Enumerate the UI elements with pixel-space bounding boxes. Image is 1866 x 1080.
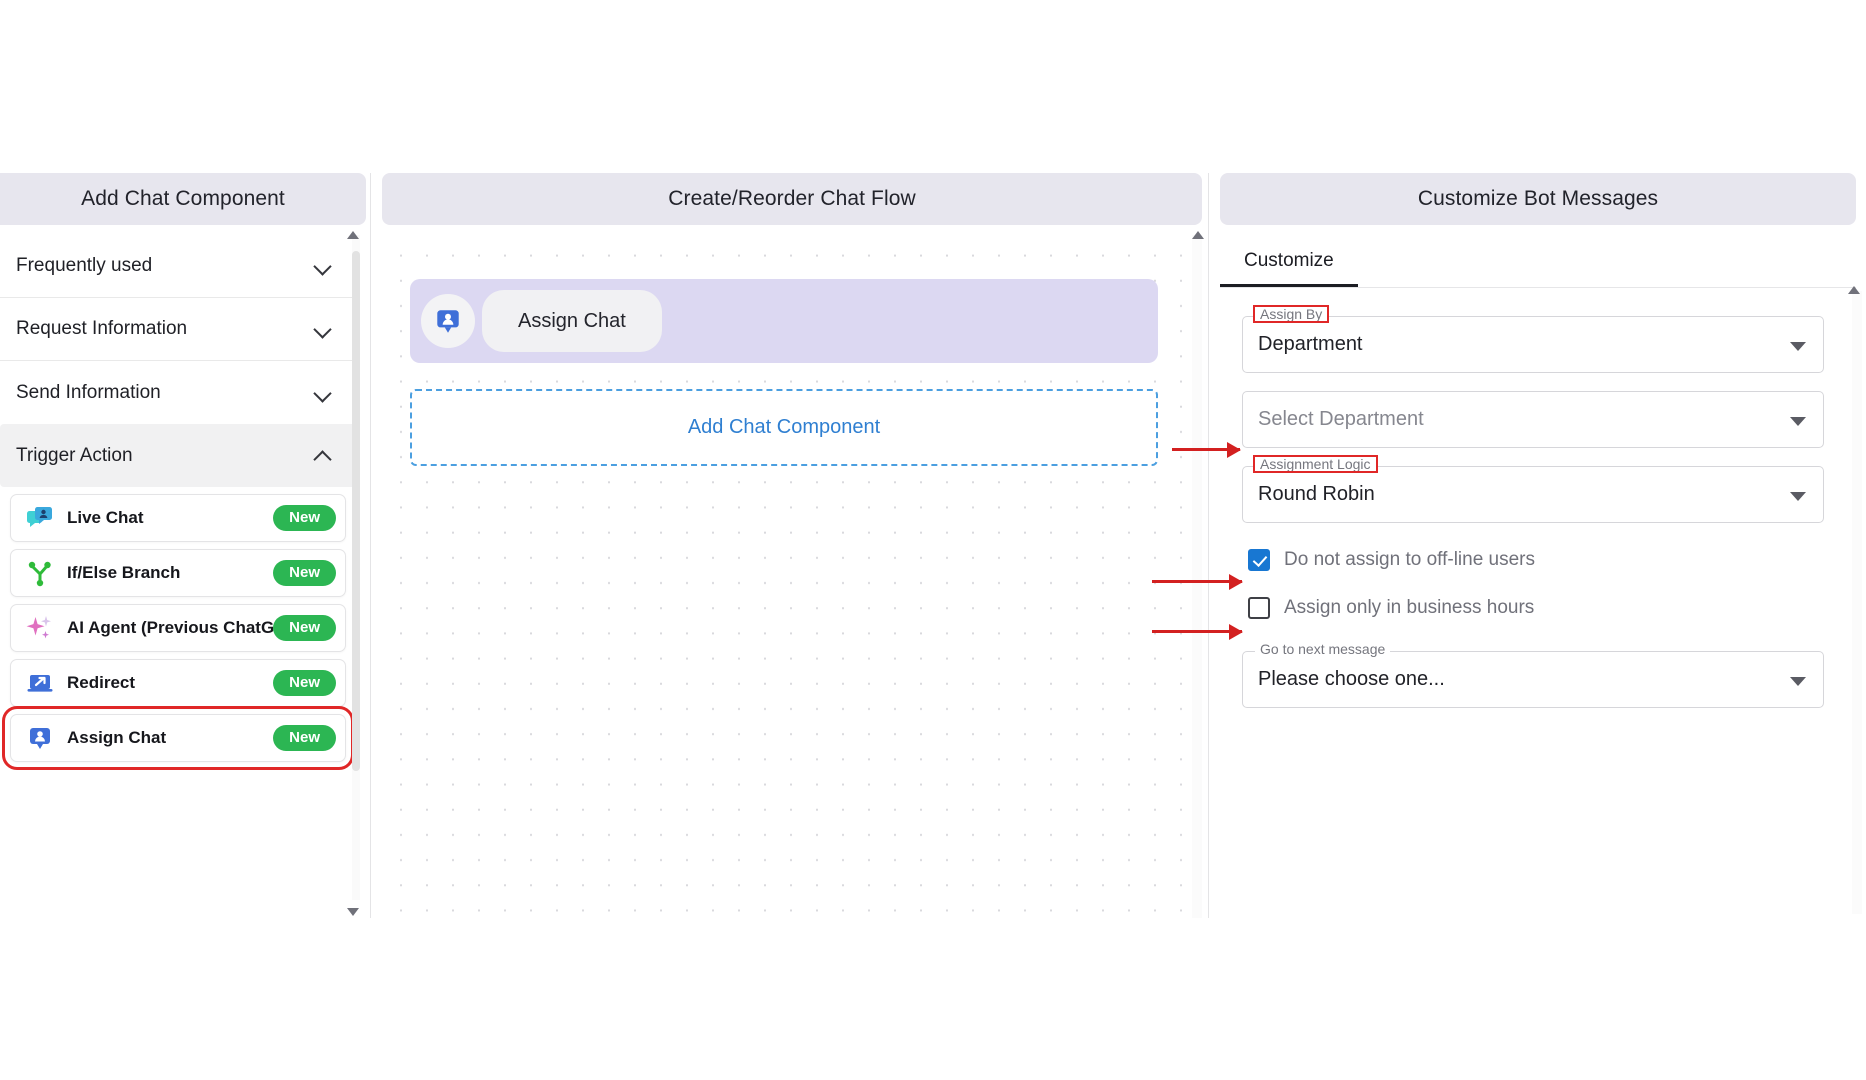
field-go-to-next-message: Go to next message Please choose one... [1242,642,1824,708]
checkbox-label: Assign only in business hours [1284,597,1535,618]
add-chat-component-dropzone[interactable]: Add Chat Component [410,389,1158,466]
assign-by-value: Department [1258,333,1363,355]
chevron-down-icon [314,383,334,403]
accordion-label: Trigger Action [16,444,133,466]
assign-chat-icon [25,723,55,753]
chevron-down-icon [1790,416,1806,426]
checkbox-assign-business-hours[interactable] [1248,597,1270,619]
annotation-arrow-offline-users [1152,573,1243,590]
customize-bot-messages-panel: Customize Bot Messages Customize Assign … [1220,173,1866,918]
new-badge: New [273,560,336,586]
right-panel-scrollbar-track[interactable] [1852,291,1862,914]
checkbox-do-not-assign-offline[interactable] [1248,549,1270,571]
scroll-up-arrow-icon[interactable] [1192,231,1204,239]
new-badge: New [273,670,336,696]
accordion-request-information[interactable]: Request Information [0,298,356,361]
customize-form: Assign By Department Select Department A… [1220,288,1846,918]
go-to-next-message-value: Please choose one... [1258,668,1445,690]
chevron-down-icon [1790,341,1806,351]
chevron-up-icon [314,446,334,466]
go-to-next-message-select[interactable]: Please choose one... [1242,651,1824,708]
accordion-label: Request Information [16,318,188,339]
tab-customize[interactable]: Customize [1220,235,1358,287]
component-item-label: Redirect [67,673,136,692]
select-department-value: Select Department [1258,408,1424,430]
component-item-assign-chat[interactable]: Assign Chat New [2,706,354,770]
center-panel-scrollbar-track[interactable] [1192,235,1202,918]
center-panel-title: Create/Reorder Chat Flow [382,173,1202,225]
select-department-select[interactable]: Select Department [1242,391,1824,448]
field-select-department: Select Department [1242,391,1824,448]
component-item-redirect[interactable]: Redirect New [10,659,346,707]
chevron-down-icon [1790,491,1806,501]
accordion-frequently-used[interactable]: Frequently used [0,235,356,298]
new-badge: New [273,615,336,641]
component-item-live-chat[interactable]: Live Chat New [10,494,346,542]
sparkle-ai-icon [25,613,55,643]
assign-chat-icon [421,294,475,348]
chat-flow-canvas[interactable]: Assign Chat Add Chat Component [382,235,1188,918]
component-item-label: Live Chat [67,508,144,527]
flow-node-label: Assign Chat [482,290,662,352]
live-chat-icon [25,503,55,533]
left-panel-scrollbar-thumb[interactable] [352,251,360,771]
right-panel-tabs: Customize [1220,235,1856,288]
branch-icon [25,558,55,588]
left-panel-title: Add Chat Component [0,173,366,225]
component-item-label: If/Else Branch [67,563,181,582]
redirect-icon [25,668,55,698]
checkbox-row-offline-users[interactable]: Do not assign to off-line users [1248,547,1824,573]
chevron-down-icon [314,256,334,276]
chevron-down-icon [1790,676,1806,686]
field-assignment-logic: Assignment Logic Round Robin [1242,455,1824,523]
add-chat-component-panel: Add Chat Component Frequently used Reque… [0,173,366,918]
assignment-logic-select[interactable]: Round Robin [1242,466,1824,523]
field-assign-by: Assign By Department [1242,305,1824,373]
new-badge: New [273,725,336,751]
scroll-up-arrow-icon[interactable] [347,231,359,239]
annotation-arrow-select-department [1172,441,1241,458]
accordion-label: Frequently used [16,255,153,276]
scroll-down-arrow-icon[interactable] [347,908,359,916]
field-legend-go-to-next-message: Go to next message [1255,642,1391,656]
accordion-send-information[interactable]: Send Information [0,361,356,424]
assignment-logic-value: Round Robin [1258,483,1375,505]
scroll-up-arrow-icon[interactable] [1848,286,1860,294]
add-chat-component-label: Add Chat Component [687,416,881,438]
flow-node-assign-chat[interactable]: Assign Chat [410,279,1158,363]
panel-divider-right [1208,173,1209,918]
accordion-label: Send Information [16,381,161,403]
new-badge: New [273,505,336,531]
component-item-label: Assign Chat [67,728,167,747]
field-legend-assign-by: Assign By [1252,305,1330,323]
right-panel-title: Customize Bot Messages [1220,173,1856,225]
left-panel-scroll-area[interactable]: Frequently used Request Information Send… [0,235,356,918]
field-legend-assignment-logic: Assignment Logic [1253,455,1378,473]
chevron-down-icon [314,319,334,339]
component-item-ai-agent[interactable]: AI Agent (Previous ChatGPT) New [10,604,346,652]
tab-label: Customize [1244,250,1334,271]
accordion-trigger-action[interactable]: Trigger Action [0,424,356,487]
annotation-arrow-business-hours [1152,623,1243,640]
panel-divider-left [370,173,371,918]
assign-by-select[interactable]: Department [1242,316,1824,373]
checkbox-label: Do not assign to off-line users [1284,549,1536,570]
component-item-if-else-branch[interactable]: If/Else Branch New [10,549,346,597]
create-reorder-chat-flow-panel: Create/Reorder Chat Flow Assign Chat Add… [382,173,1204,918]
component-item-label: AI Agent (Previous ChatGPT) [67,618,302,637]
checkbox-row-business-hours[interactable]: Assign only in business hours [1248,595,1824,621]
